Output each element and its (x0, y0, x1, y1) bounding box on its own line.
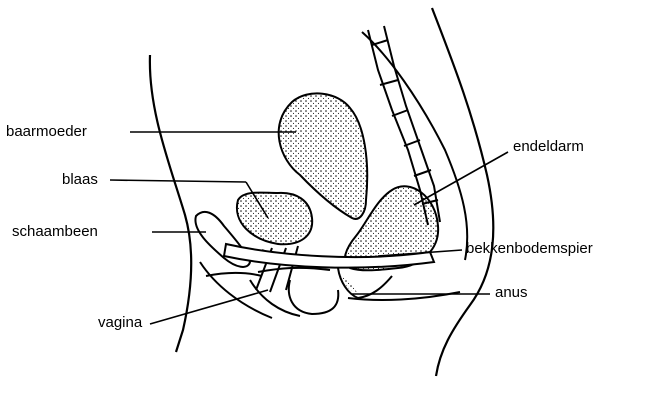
leader-lines (109, 131, 509, 325)
label-vagina: vagina (98, 314, 143, 331)
sacrum-outline (361, 31, 469, 261)
body-outline-back (148, 54, 193, 353)
leader-line-pelvic-floor (377, 249, 463, 257)
label-anus: anus (495, 284, 528, 301)
label-rectum: endeldarm (513, 138, 584, 155)
label-uterus: baarmoeder (6, 123, 87, 140)
leader-line-bladder (109, 179, 247, 183)
label-pubic-bone: schaambeen (12, 223, 98, 240)
leader-line-vagina (149, 289, 269, 325)
bladder-shape (235, 191, 314, 246)
leader-line-rectum (413, 151, 509, 206)
anus-shape (337, 267, 393, 300)
rectum-shape (343, 185, 440, 272)
label-bladder: blaas (62, 171, 98, 188)
uterus-shape (277, 92, 369, 220)
label-pelvic-floor: bekkenbodemspier (466, 240, 593, 257)
perineum-curves (199, 261, 461, 319)
pelvic-floor-band (222, 242, 436, 269)
leader-line-bladder-tail (245, 181, 269, 219)
body-outline-front (430, 7, 495, 377)
anus-dots (340, 276, 358, 294)
